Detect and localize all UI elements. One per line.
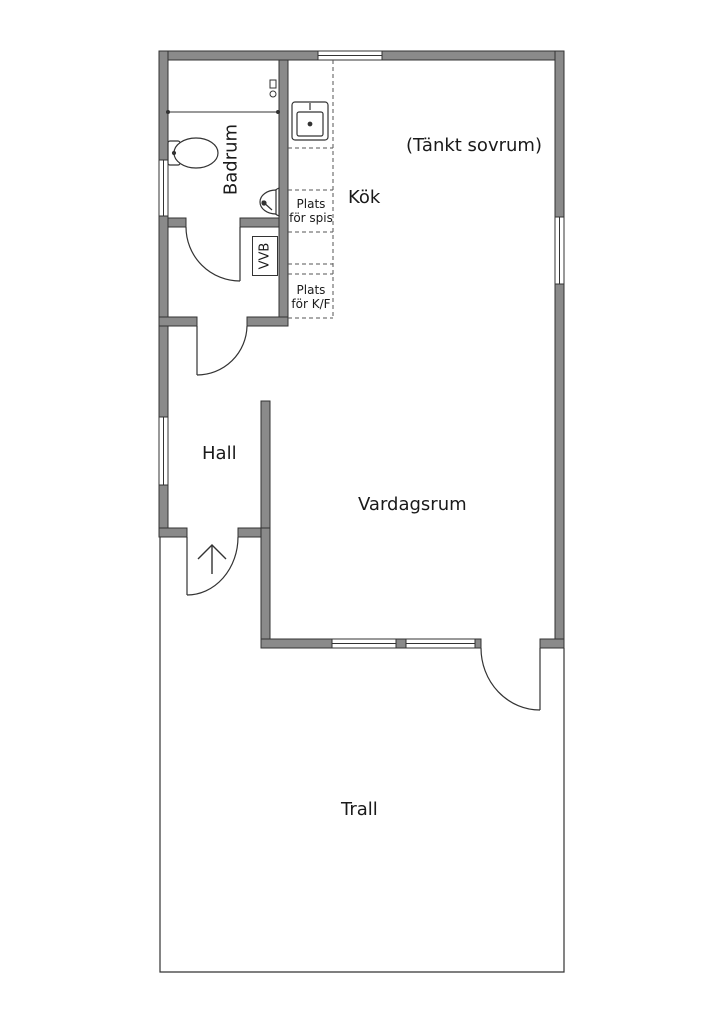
- doors: [185, 226, 541, 711]
- toilet-icon: [167, 137, 219, 169]
- room-label-badrum: Badrum: [220, 123, 242, 196]
- entrance-arrow-icon: [197, 544, 227, 574]
- room-label-sovrum: (Tänkt sovrum): [406, 135, 542, 156]
- fridge-label-line2: för K/F: [291, 297, 331, 311]
- windows: [158, 50, 565, 649]
- kitchen-counter: [288, 60, 334, 319]
- vvb-label: VVB: [257, 242, 273, 270]
- bathroom-sink-icon: [259, 187, 280, 217]
- stove-label-line1: Plats: [296, 197, 326, 211]
- stove-label-line2: för spis: [289, 211, 333, 225]
- kitchen-sink-icon: [291, 101, 329, 141]
- fridge-placeholder-label: Plats för K/F: [288, 283, 334, 311]
- fridge-label-line1: Plats: [296, 283, 326, 297]
- vvb-unit: VVB: [252, 236, 278, 276]
- trall-outline: [159, 537, 565, 973]
- shower-head-icon: [269, 79, 277, 98]
- room-label-trall: Trall: [341, 799, 378, 820]
- stove-placeholder-label: Plats för spis: [288, 197, 334, 225]
- room-label-kok: Kök: [348, 187, 381, 208]
- shower-rail: [166, 110, 280, 114]
- room-label-vardagsrum: Vardagsrum: [358, 494, 467, 515]
- room-label-hall: Hall: [202, 443, 237, 464]
